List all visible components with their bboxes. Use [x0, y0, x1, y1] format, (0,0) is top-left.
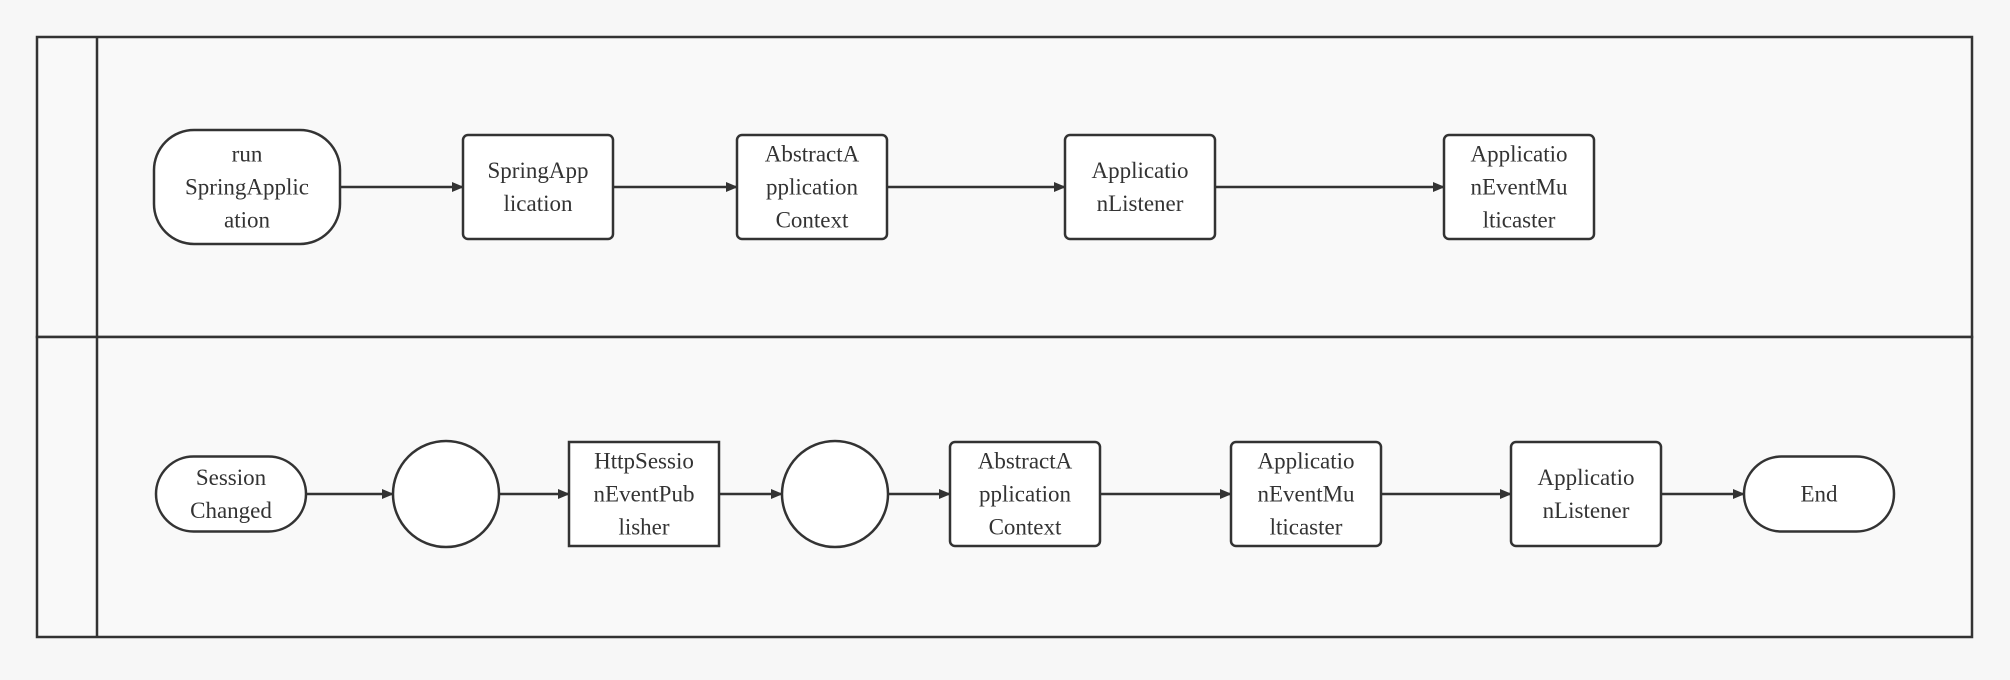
flow-node-rounded-rect[interactable]: Applicatio nEventMu lticaster [1442, 133, 1596, 241]
node-shape [154, 455, 308, 533]
node-label-line: pplication [979, 482, 1071, 507]
node-label-line: nEventMu [1257, 482, 1355, 507]
node-shape [780, 439, 890, 549]
node-label-line: Applicatio [1091, 158, 1188, 183]
node-label-line: End [1800, 482, 1838, 507]
node-shape [735, 133, 889, 241]
node-shape [1509, 440, 1663, 548]
flow-node-rounded-rect[interactable]: Applicatio nEventMu lticaster [1229, 440, 1383, 548]
node-shape [1742, 455, 1896, 533]
node-shape [567, 440, 721, 548]
flow-node-circle[interactable] [780, 439, 890, 549]
node-label-line: HttpSessio [594, 449, 694, 474]
node-label-line: nEventMu [1470, 175, 1568, 200]
flow-node-stadium[interactable]: End [1742, 455, 1896, 533]
node-label-line: Context [989, 515, 1062, 540]
node-label-line: Changed [190, 498, 272, 523]
node-label-line: AbstractA [765, 142, 860, 167]
node-label-line: lication [504, 191, 573, 216]
node-label-line: SpringApplic [185, 175, 309, 200]
node-shape [152, 128, 342, 246]
flow-node-rounded-rect[interactable]: Applicatio nListener [1509, 440, 1663, 548]
node-label-line: Applicatio [1537, 465, 1634, 490]
node-label-line: AbstractA [978, 449, 1073, 474]
node-label-line: nListener [1097, 191, 1184, 216]
node-shape [1442, 133, 1596, 241]
flow-node-rect[interactable]: HttpSessio nEventPub lisher [567, 440, 721, 548]
node-label-line: nListener [1543, 498, 1630, 523]
node-label-line: pplication [766, 175, 858, 200]
node-label-line: run [232, 142, 263, 167]
flow-node-rounded-rect[interactable]: Applicatio nListener [1063, 133, 1217, 241]
node-label-line: Session [196, 465, 267, 490]
node-label-line: nEventPub [594, 482, 695, 507]
node-shape [461, 133, 615, 241]
node-label-line: Applicatio [1470, 142, 1567, 167]
node-label-line: lticaster [1270, 515, 1343, 540]
node-shape [1063, 133, 1217, 241]
edges-layer [306, 182, 1745, 499]
node-label-line: ation [224, 208, 270, 233]
node-label-line: lticaster [1483, 208, 1556, 233]
flow-node-rounded-rect[interactable]: SpringApp lication [461, 133, 615, 241]
node-label-line: lisher [618, 515, 669, 540]
node-shape [948, 440, 1102, 548]
node-label-line: Context [776, 208, 849, 233]
flow-node-circle[interactable] [391, 439, 501, 549]
node-shape [391, 439, 501, 549]
nodes-layer: runSpringApplicationSpringApplicationAbs… [152, 128, 1896, 549]
node-shape [1229, 440, 1383, 548]
node-label-line: SpringApp [488, 158, 589, 183]
node-label-line: Applicatio [1257, 449, 1354, 474]
